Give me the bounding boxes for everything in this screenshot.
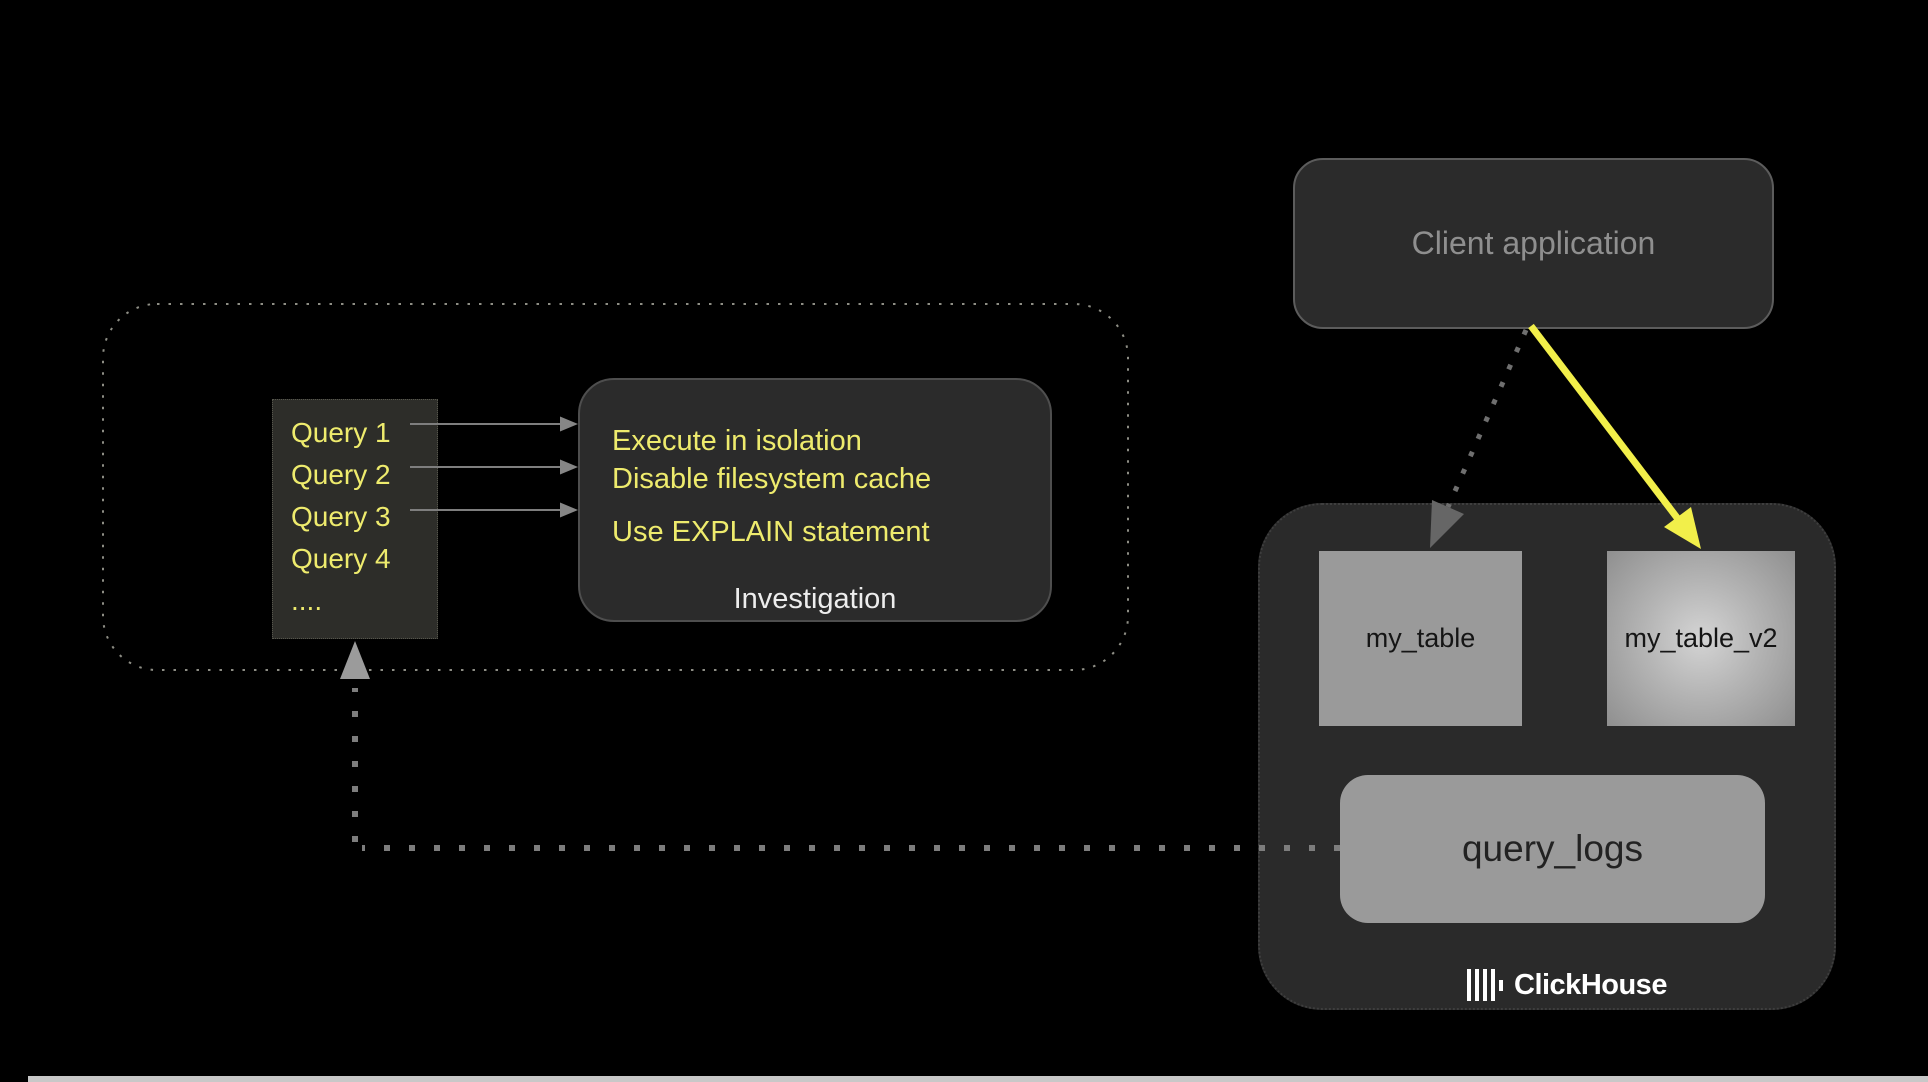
query-list-item: Query 1 <box>291 417 391 448</box>
query-list-item: Query 2 <box>291 459 391 490</box>
query-list-item: Query 3 <box>291 501 391 532</box>
investigation-title: Investigation <box>733 583 897 615</box>
clickhouse-logo-icon <box>1467 969 1503 1001</box>
bottom-edge-strip <box>28 1076 1928 1082</box>
query-list-box: Query 1 Query 2 Query 3 Query 4 .... <box>272 399 438 639</box>
query-logs-feedback-dotted-path <box>352 688 1340 851</box>
my-table-box: my_table <box>1319 551 1522 726</box>
client-to-my-table-dotted-line <box>1445 328 1529 509</box>
client-application-box: Client application <box>1293 158 1774 329</box>
investigation-tip: Use EXPLAIN statement <box>612 516 930 548</box>
query-list-item-ellipsis: .... <box>291 585 323 616</box>
query-logs-box: query_logs <box>1340 775 1765 923</box>
my-table-v2-label: my_table_v2 <box>1624 623 1778 653</box>
investigation-tip: Execute in isolation <box>612 425 862 457</box>
query-logs-label: query_logs <box>1461 828 1643 869</box>
clickhouse-brand: ClickHouse <box>1467 969 1667 1001</box>
query-list-item: Query 4 <box>291 543 391 574</box>
client-application-label: Client application <box>1411 225 1656 261</box>
client-to-my-table-v2-yellow-line <box>1528 323 1681 522</box>
query-arrowheads <box>560 416 578 518</box>
my-table-label: my_table <box>1365 623 1476 653</box>
my-table-v2-box: my_table_v2 <box>1607 551 1795 726</box>
clickhouse-brand-label: ClickHouse <box>1514 968 1667 1001</box>
investigation-tip: Disable filesystem cache <box>612 463 932 495</box>
feedback-arrowhead <box>340 641 370 679</box>
